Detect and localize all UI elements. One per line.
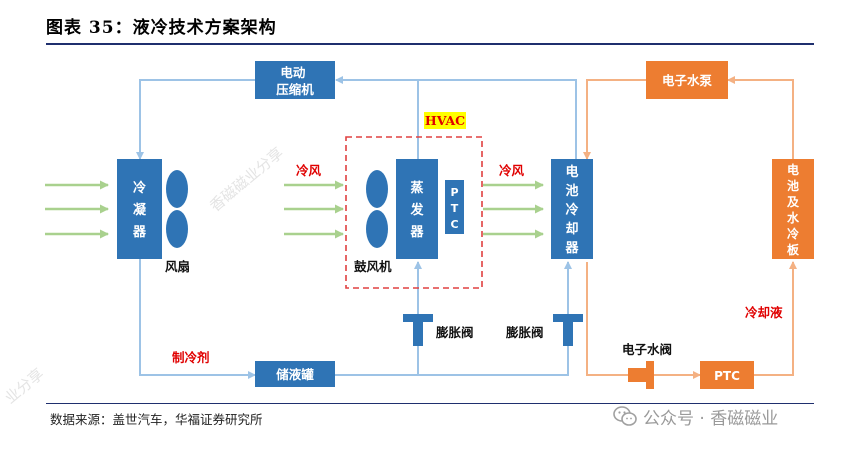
receiver-box: 储液罐 bbox=[255, 361, 335, 387]
coolant-loop bbox=[583, 76, 797, 379]
wechat-watermark: 公众号 · 香磁磁业 bbox=[613, 402, 778, 430]
footer-rule bbox=[46, 403, 814, 404]
receiver-label: 储液罐 bbox=[275, 367, 314, 382]
title-rule bbox=[46, 43, 814, 45]
ptc-bottom-label: PTC bbox=[714, 369, 740, 383]
fan-label: 风扇 bbox=[165, 259, 190, 274]
evaporator-label: 蒸发器 bbox=[409, 180, 424, 240]
figure-title: 图表 35：液冷技术方案架构 bbox=[46, 18, 277, 38]
condenser-label: 冷凝器 bbox=[132, 180, 147, 240]
battery-chiller-box: 电池冷却器 bbox=[551, 159, 593, 259]
water-valve-label: 电子水阀 bbox=[622, 342, 672, 357]
cold-air-label-left: 冷风 bbox=[296, 163, 322, 178]
battery-chiller-label: 电池冷却器 bbox=[564, 164, 579, 256]
refrigerant-label: 制冷剂 bbox=[172, 350, 210, 365]
fan-icon bbox=[166, 170, 188, 248]
battery-plate-label: 电池及水冷板 bbox=[787, 162, 800, 257]
source-note: 数据来源：盖世汽车，华福证券研究所 bbox=[50, 412, 263, 427]
refrigerant-loop bbox=[136, 76, 577, 379]
battery-plate-box: 电池及水冷板 bbox=[772, 159, 814, 259]
water-pump-label: 电子水泵 bbox=[662, 73, 713, 88]
wechat-text: 公众号 · 香磁磁业 bbox=[643, 408, 779, 429]
hvac-label: HVAC bbox=[425, 113, 465, 128]
hvac-frame bbox=[345, 136, 483, 289]
expansion-valve-icon bbox=[403, 314, 433, 346]
wechat-icon bbox=[613, 406, 637, 426]
coolant-label: 冷却液 bbox=[745, 305, 783, 320]
condenser-box: 冷凝器 bbox=[117, 159, 162, 259]
expansion-valve-label-1: 膨胀阀 bbox=[435, 325, 474, 340]
expansion-valve-icon bbox=[553, 314, 583, 346]
blower-label: 鼓风机 bbox=[354, 259, 392, 274]
airflow-arrows bbox=[45, 180, 544, 239]
blower-icon bbox=[366, 170, 388, 248]
evaporator-box: 蒸发器 bbox=[396, 159, 438, 259]
water-valve-icon bbox=[628, 361, 654, 389]
expansion-valve-label-2: 膨胀阀 bbox=[505, 325, 544, 340]
ptc-bottom-box: PTC bbox=[700, 361, 754, 389]
water-pump-box: 电子水泵 bbox=[646, 61, 728, 99]
compressor-label: 电动 压缩机 bbox=[276, 65, 314, 97]
hvac-label-bg bbox=[424, 112, 466, 129]
compressor-box: 电动 压缩机 bbox=[255, 61, 335, 99]
cold-air-label-right: 冷风 bbox=[499, 163, 525, 178]
